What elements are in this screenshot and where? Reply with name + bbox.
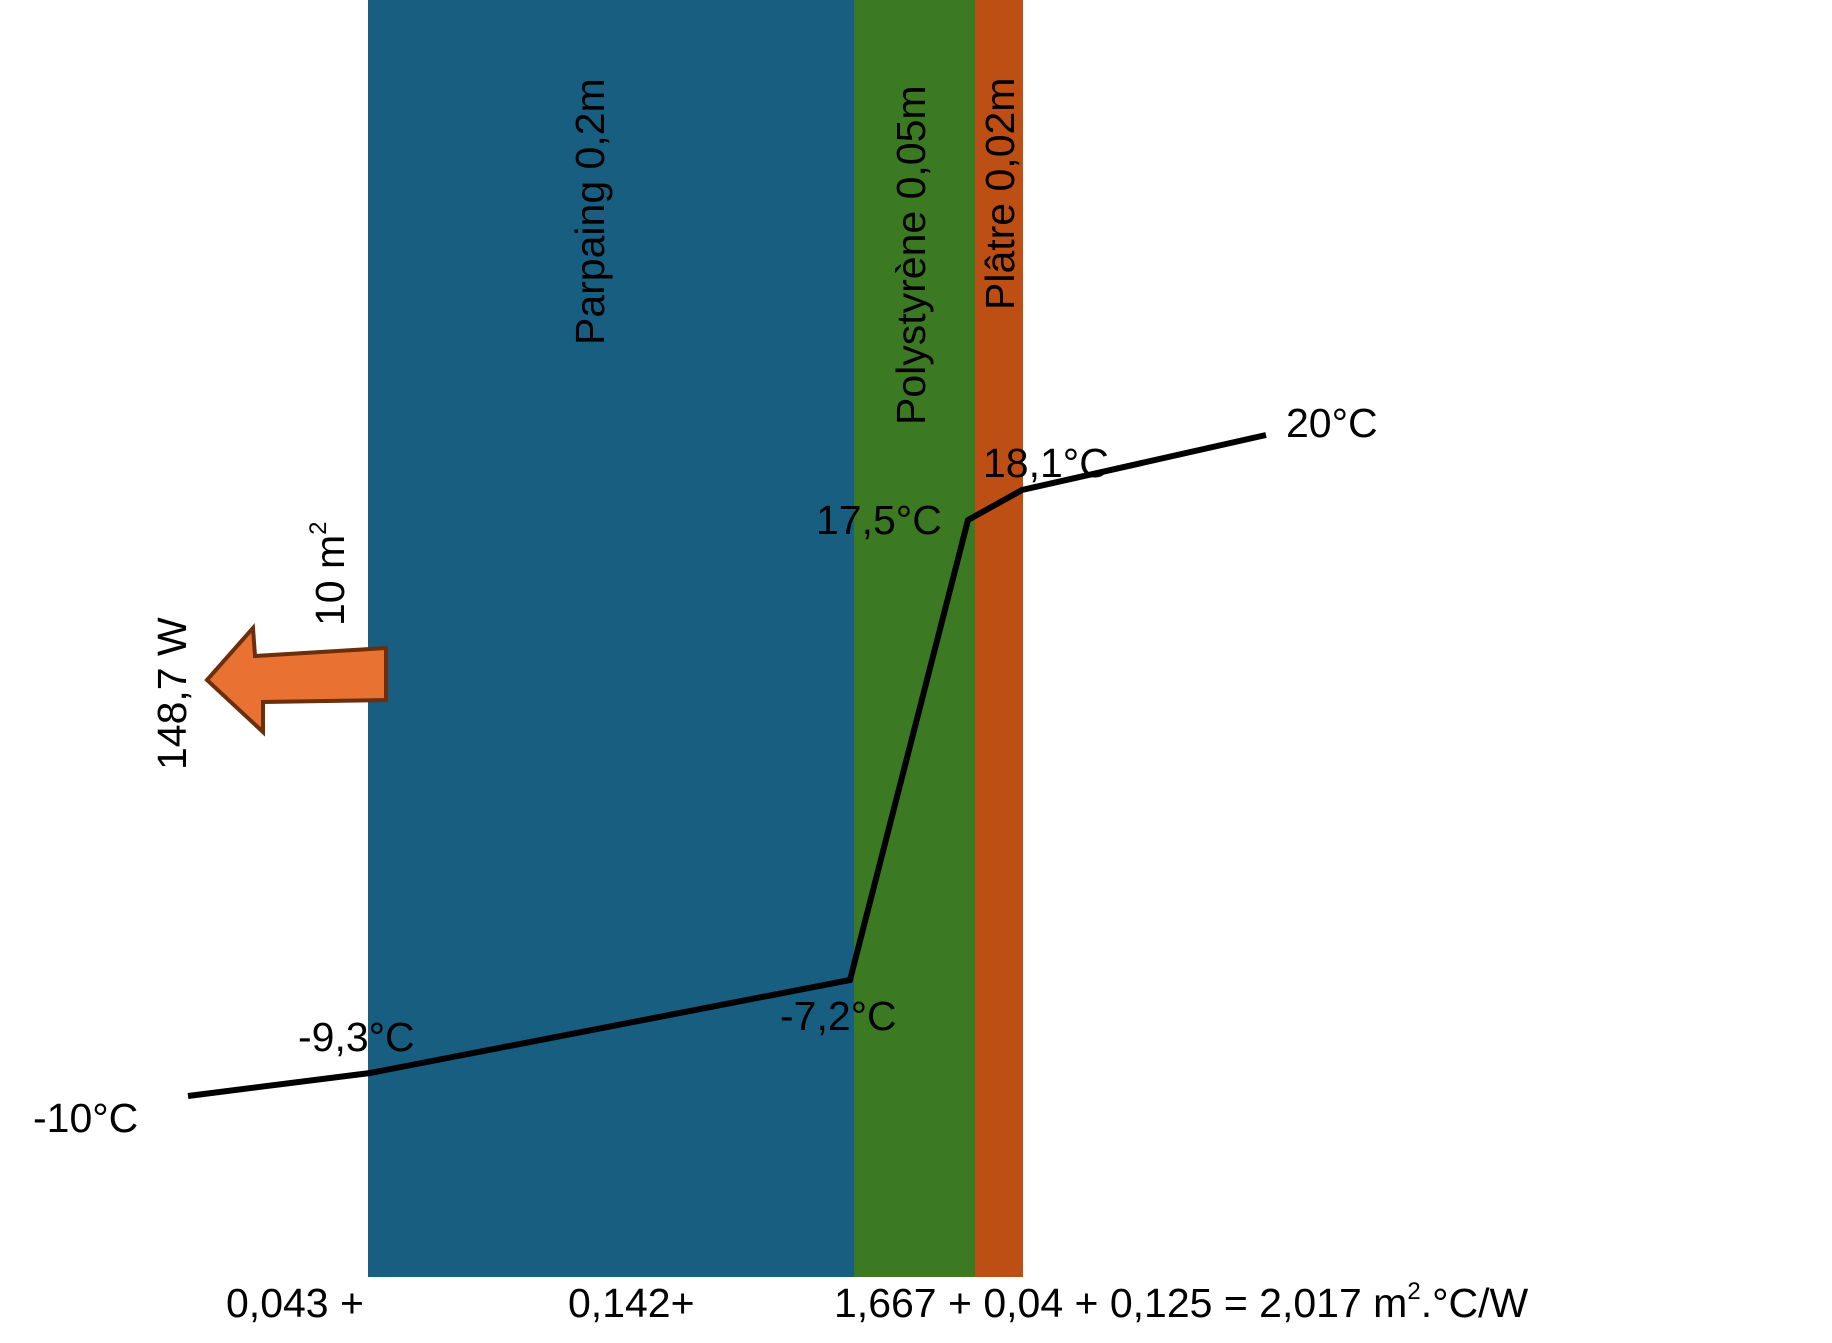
layer-platre [975,0,1023,1277]
resistance-rest: 1,667 + 0,04 + 0,125 = 2,017 m [834,1280,1407,1326]
resistance-unit: .°C/W [1421,1280,1529,1326]
temp-inside: 20°C [1286,400,1378,446]
temp-outside: -10°C [33,1095,138,1141]
resistance-unit-exponent: 2 [1407,1278,1420,1305]
wall-area-label: 10 m2 [305,521,353,626]
wall-area-value: 10 m [307,535,353,626]
layer-label-polystyrene: Polystyrène 0,05m [888,85,934,425]
resistance-parpaing: 0,142+ [568,1280,695,1326]
heat-flow-value: 148,7 W [149,617,195,770]
temp-polystyrene-inner: 17,5°C [816,497,942,543]
layer-label-parpaing: Parpaing 0,2m [567,78,613,345]
resistance-total-equation: 1,667 + 0,04 + 0,125 = 2,017 m2.°C/W [834,1278,1528,1326]
layer-polystyrene [854,0,975,1277]
temp-parpaing-inner: -7,2°C [780,993,897,1039]
resistance-outer: 0,043 + [226,1280,364,1326]
temperature-profile-line [187,432,1267,1099]
temp-platre-inner: 18,1°C [983,440,1109,486]
temp-parpaing-outer: -9,3°C [298,1014,415,1060]
heat-flow-arrow [204,623,388,737]
layer-parpaing [368,0,854,1277]
wall-area-exponent: 2 [305,521,332,534]
layer-label-platre: Plâtre 0,02m [977,78,1023,310]
